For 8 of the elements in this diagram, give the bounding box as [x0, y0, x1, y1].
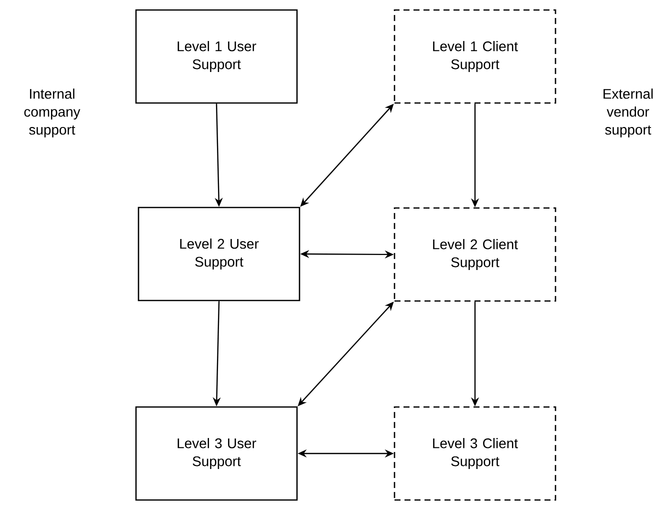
- process-box: Level 1 User Support: [135, 9, 298, 104]
- side-label: Internal company support: [24, 88, 80, 138]
- side-label: External vendor support: [604, 88, 653, 138]
- process-box: Level 2 User Support: [138, 206, 300, 302]
- process-box: Level 2 Client Support: [394, 207, 556, 302]
- process-box: Level 3 User Support: [135, 406, 298, 501]
- process-box: Level 1 Client Support: [394, 9, 556, 104]
- process-box: Level 3 Client Support: [394, 406, 556, 501]
